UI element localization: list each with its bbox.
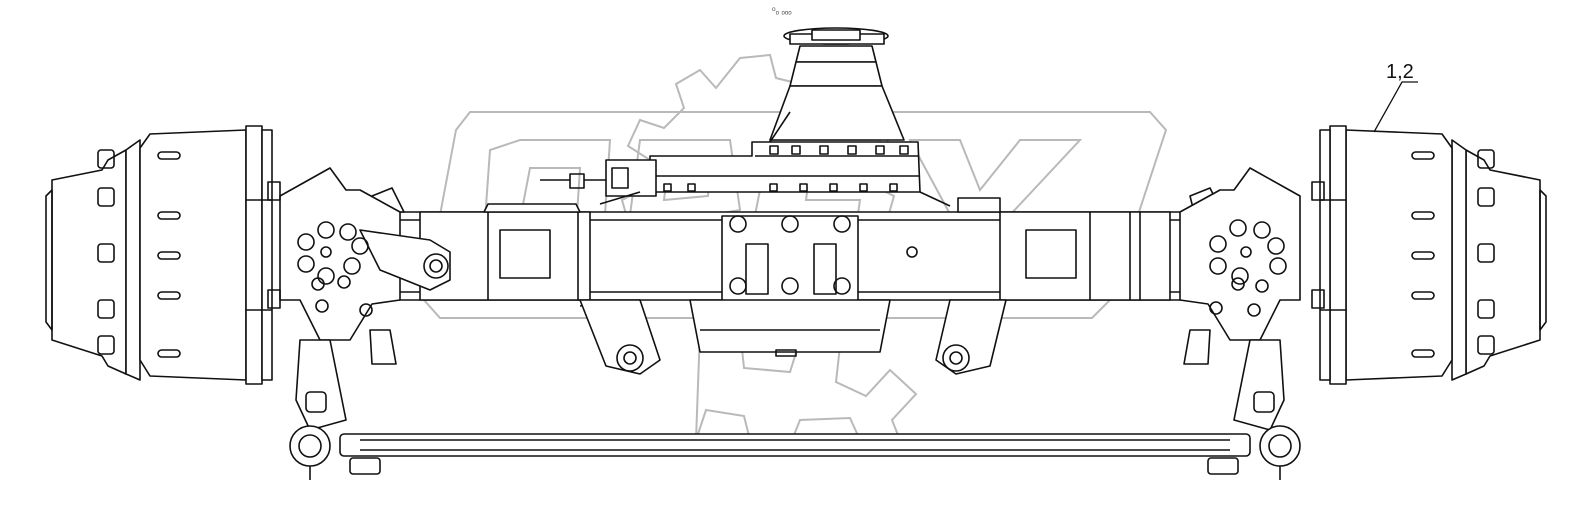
hub-left xyxy=(45,125,281,385)
brake-drum-right xyxy=(1345,129,1453,381)
suspension-bracket-left xyxy=(579,299,661,375)
drum-slots-left xyxy=(157,151,181,358)
suspension-bracket-right xyxy=(935,299,1007,375)
beam-window-left xyxy=(499,229,551,279)
callout-leader xyxy=(1373,81,1418,133)
differential-housing xyxy=(540,27,921,197)
beam-window-right xyxy=(1025,229,1077,279)
hub-studs-left xyxy=(97,149,115,355)
hub-studs-right xyxy=(1477,149,1495,355)
knuckle-right xyxy=(1179,167,1301,431)
axle-beam xyxy=(371,187,1223,357)
drum-slots-right xyxy=(1411,151,1435,358)
brake-drum-left xyxy=(139,129,247,381)
watermark-gear-lower xyxy=(695,329,918,441)
sensor-block xyxy=(605,159,657,197)
axle-linework xyxy=(45,27,1547,480)
hub-right xyxy=(1311,125,1547,385)
callout-label: 1,2 xyxy=(1386,61,1414,83)
tie-rod xyxy=(289,425,1301,480)
knuckle-left xyxy=(279,167,451,431)
housing-bolts xyxy=(663,145,909,192)
watermark-text-outline xyxy=(422,111,1168,319)
tie-rod-end-left xyxy=(289,425,331,467)
tie-rod-end-right xyxy=(1259,425,1301,467)
top-marker: ⁰ₒ ₒₒₒ xyxy=(772,6,792,16)
